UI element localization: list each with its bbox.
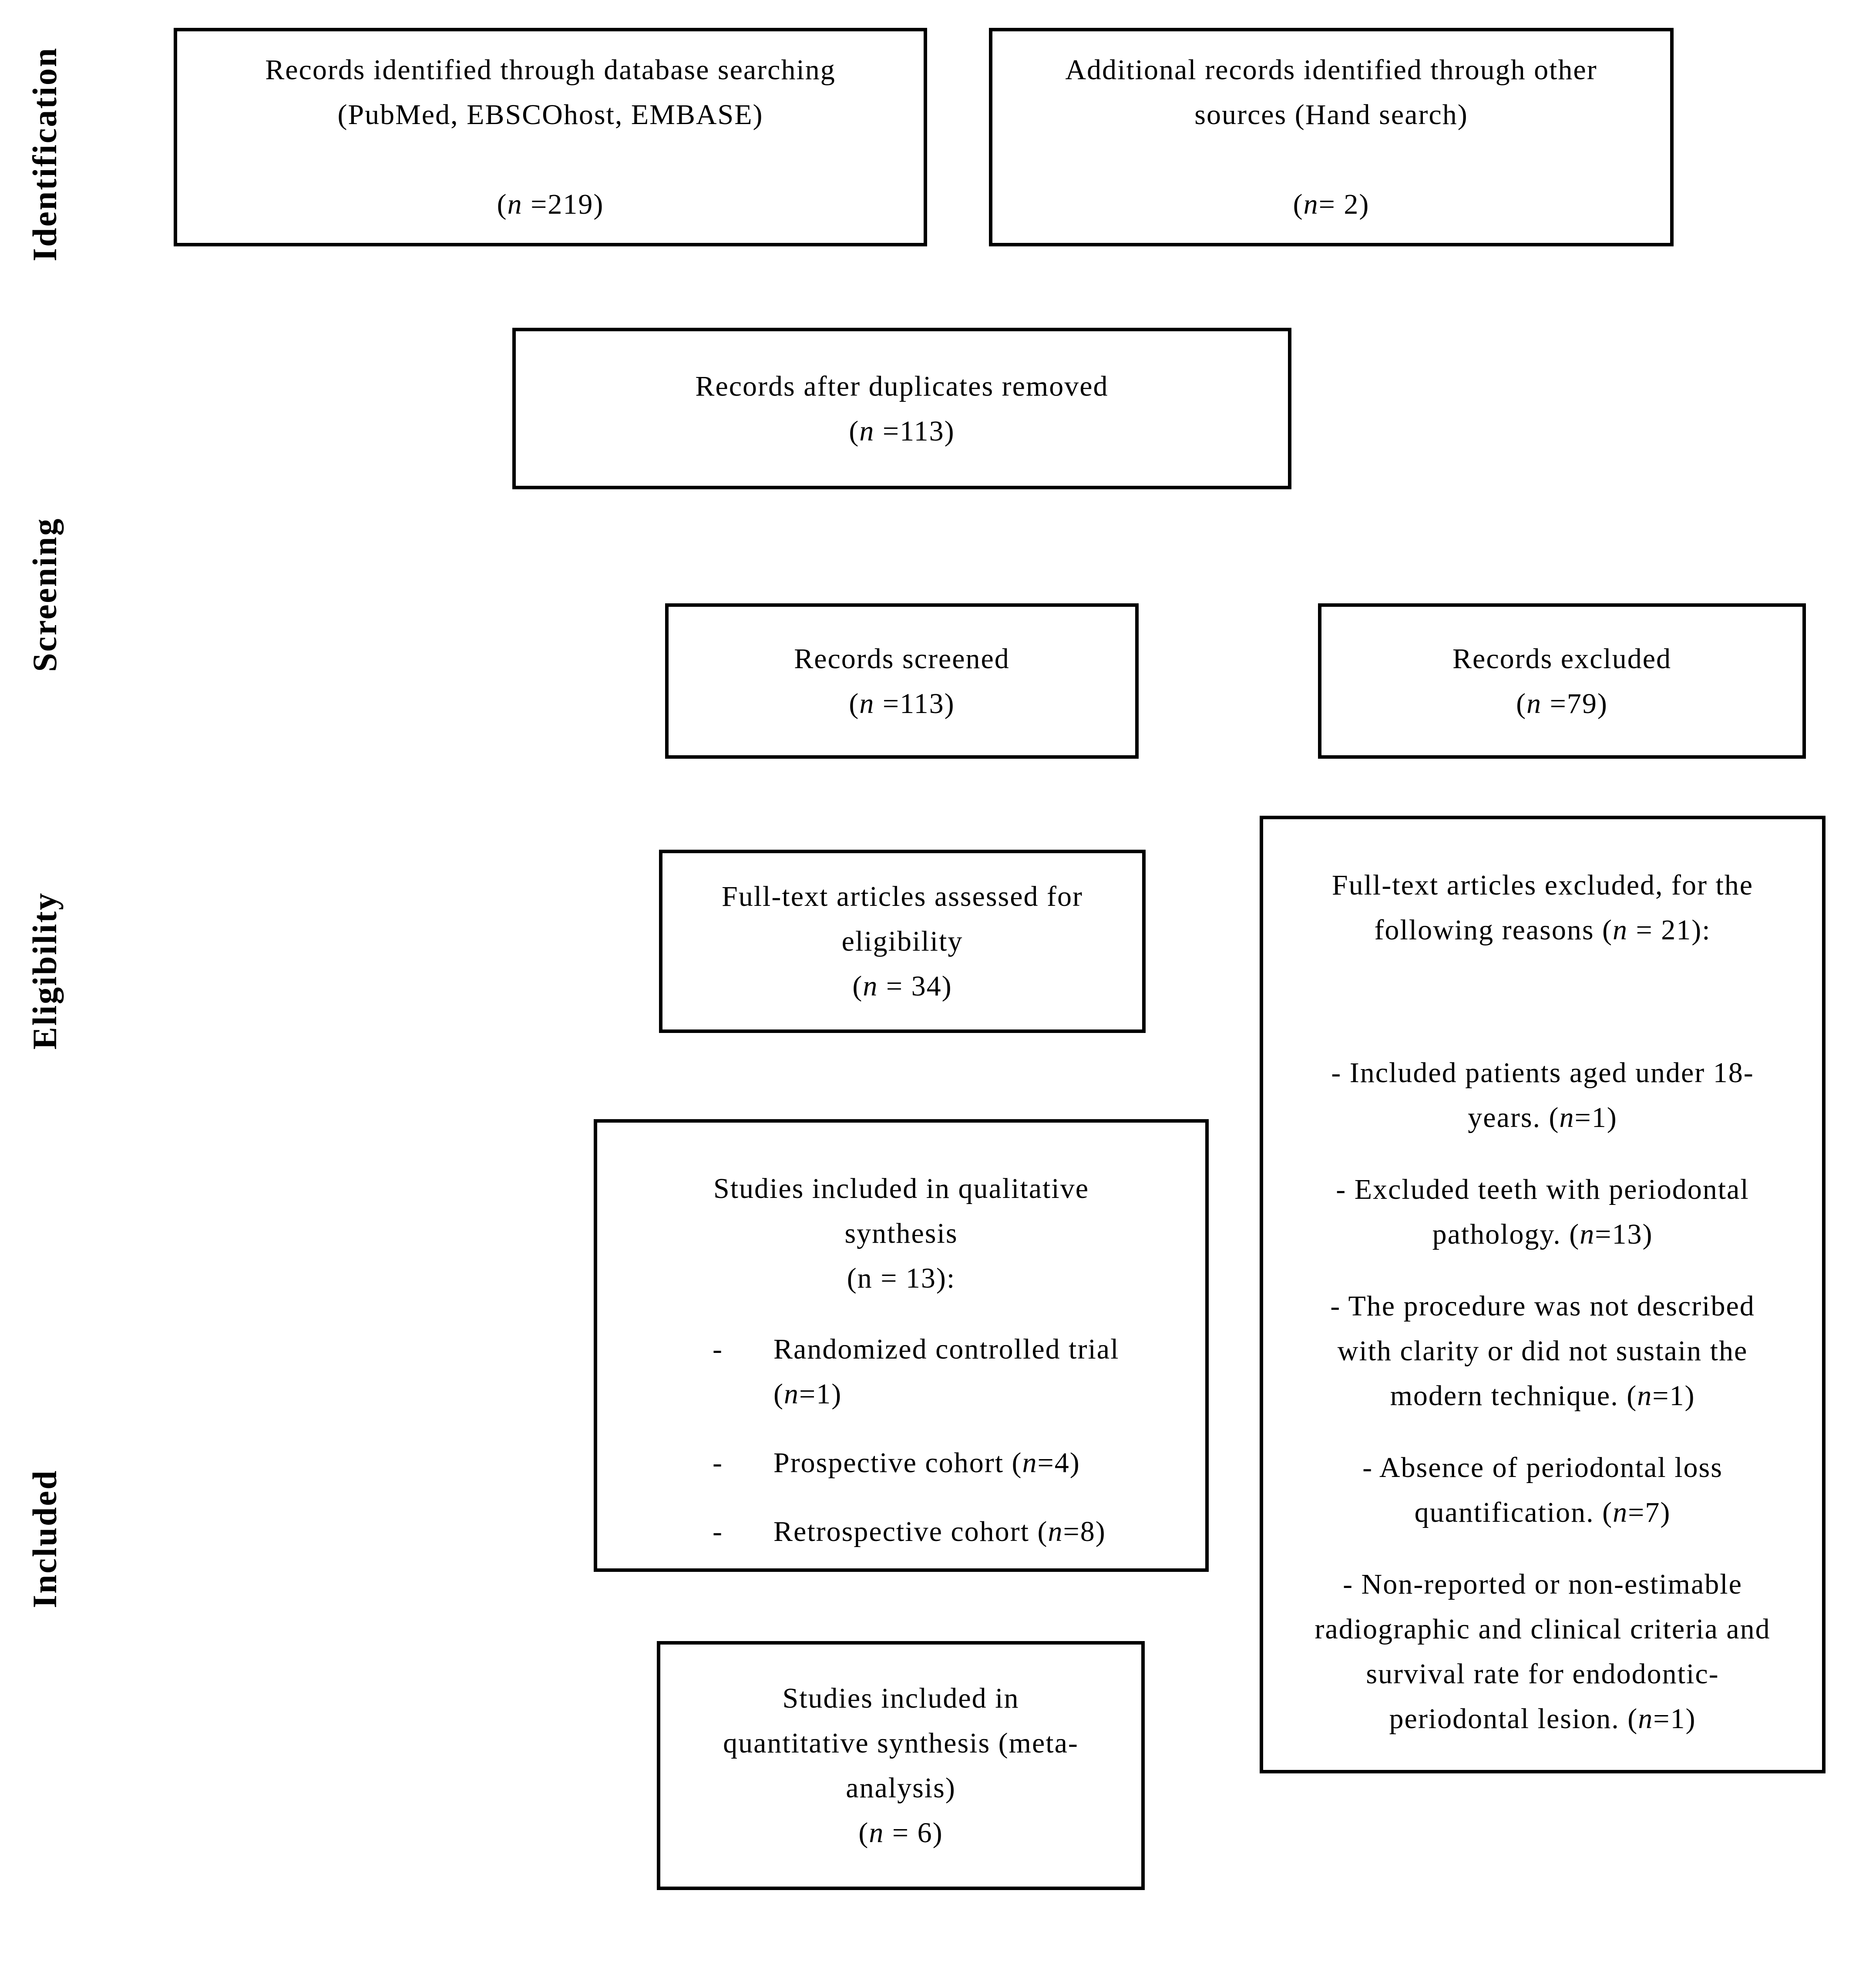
bullet-dash: - bbox=[713, 1516, 723, 1547]
box-records-identified: Records identified through database sear… bbox=[174, 28, 927, 246]
box-records-excluded-text: Records excluded(n =79) bbox=[1452, 642, 1671, 720]
qualitative-item-prospective: - Prospective cohort (n=4) bbox=[619, 1440, 1183, 1485]
stage-label-eligibility: Eligibility bbox=[26, 891, 64, 1050]
qualitative-item-rct: - Randomized controlled trial(n=1) bbox=[619, 1327, 1183, 1416]
bullet-dash: - bbox=[713, 1447, 723, 1479]
box-duplicates-removed-text: Records after duplicates removed(n =113) bbox=[695, 370, 1109, 447]
box-additional-records: Additional records identified through ot… bbox=[989, 28, 1674, 246]
bullet-dash: - bbox=[713, 1333, 723, 1365]
qualitative-item-text: Prospective cohort (n=4) bbox=[773, 1447, 1080, 1479]
box-records-screened: Records screened(n =113) bbox=[665, 603, 1139, 759]
qualitative-item-text: Retrospective cohort (n=8) bbox=[773, 1516, 1106, 1547]
qualitative-item-text: Randomized controlled trial(n=1) bbox=[773, 1333, 1120, 1410]
qualitative-item-retrospective: - Retrospective cohort (n=8) bbox=[619, 1509, 1183, 1554]
box-additional-records-text: Additional records identified through ot… bbox=[1065, 54, 1597, 220]
box-duplicates-removed: Records after duplicates removed(n =113) bbox=[512, 328, 1291, 489]
exclusion-reason-item: - Included patients aged under 18-years.… bbox=[1331, 1057, 1754, 1134]
stage-label-included: Included bbox=[26, 1469, 64, 1608]
box-records-identified-text: Records identified through database sear… bbox=[265, 54, 836, 220]
box-records-excluded: Records excluded(n =79) bbox=[1318, 603, 1806, 759]
stage-label-identification: Identification bbox=[26, 47, 64, 262]
box-records-screened-text: Records screened(n =113) bbox=[794, 642, 1010, 720]
stage-label-screening: Screening bbox=[26, 517, 64, 672]
